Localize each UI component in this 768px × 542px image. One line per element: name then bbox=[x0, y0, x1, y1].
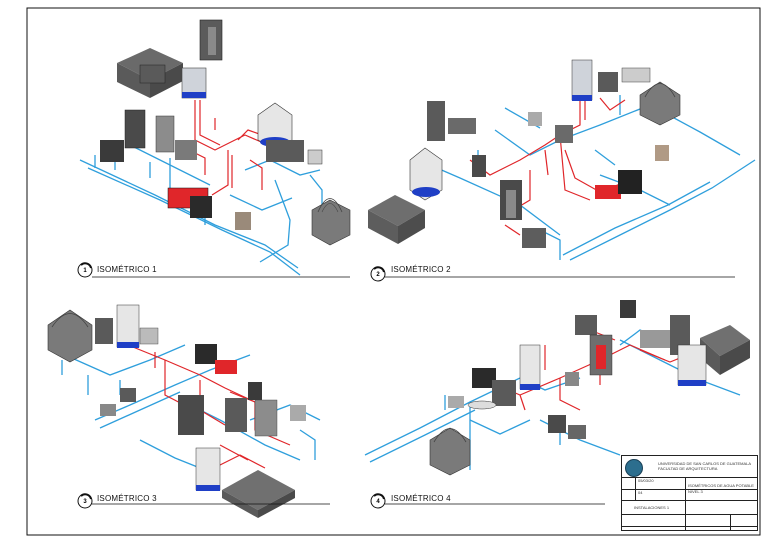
view-2-marker bbox=[370, 266, 735, 282]
drawing-title-line1: ISOMÉTRICOS DE AGUA POTABLE bbox=[688, 483, 754, 488]
view-1-title: ISOMÉTRICO 1 bbox=[97, 265, 157, 274]
view-3-title: ISOMÉTRICO 3 bbox=[97, 494, 157, 503]
drawing-title-line2: NIVEL 3 bbox=[688, 489, 703, 494]
institution-logo bbox=[625, 459, 643, 477]
view-1-marker bbox=[77, 262, 350, 278]
course-name: INSTALACIONES 1 bbox=[634, 505, 670, 510]
institution-line1: UNIVERSIDAD DE SAN CARLOS DE GUATEMALA bbox=[658, 461, 752, 466]
sheet-border bbox=[26, 7, 761, 536]
date-value: 05/03/20 bbox=[638, 478, 654, 483]
isometric-3-drawing bbox=[47, 304, 321, 518]
view-2-number: 2 bbox=[376, 272, 380, 278]
view-3-number: 3 bbox=[83, 499, 87, 505]
view-4-title: ISOMÉTRICO 4 bbox=[391, 494, 451, 503]
isometric-4-drawing bbox=[364, 300, 750, 476]
institution-line2: FACULTAD DE ARQUITECTURA bbox=[658, 466, 718, 471]
isometric-1-drawing bbox=[79, 19, 351, 276]
sheet-number: 04 bbox=[638, 490, 643, 495]
view-4-marker bbox=[370, 493, 605, 509]
view-4-number: 4 bbox=[376, 499, 380, 505]
view-2-title: ISOMÉTRICO 2 bbox=[391, 265, 451, 274]
view-3-marker bbox=[77, 493, 330, 509]
view-1-number: 1 bbox=[83, 268, 87, 274]
isometric-2-drawing bbox=[368, 59, 756, 261]
title-block: UNIVERSIDAD DE SAN CARLOS DE GUATEMALA F… bbox=[621, 455, 758, 531]
